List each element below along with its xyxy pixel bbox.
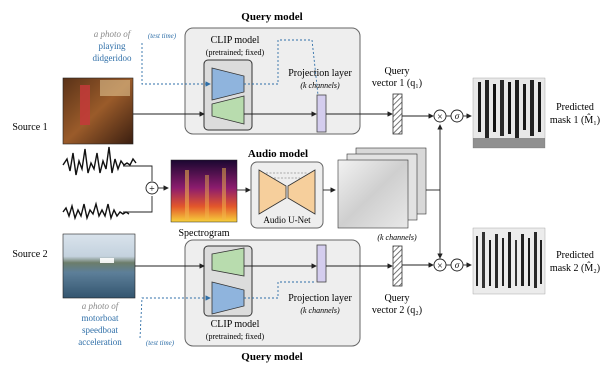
feature-map-1 (337, 159, 409, 229)
unet-label: Audio U-Net (263, 215, 311, 225)
unet-encoder (258, 169, 287, 215)
audio-model-title: Audio model (248, 148, 308, 160)
projection-title-top: Projection layer (288, 68, 352, 79)
projection-layer-top (316, 94, 327, 133)
clip-image-encoder-top (211, 95, 245, 125)
source-2-image-boat (100, 258, 114, 263)
clip-text-encoder-top (211, 67, 245, 101)
query-model-title-bottom: Query model (241, 351, 302, 363)
mask-2-stripes (476, 232, 542, 288)
query-vector-2-line2: vector 2 (q₂) (372, 305, 422, 316)
spectrogram-band-1 (185, 170, 189, 220)
mix-line-2 (123, 196, 153, 213)
predicted-mask-2-line2: mask 2 (M̂₂) (550, 261, 600, 274)
text-embedding-path-top (244, 39, 319, 96)
feature-maps: (k channels) (337, 124, 443, 259)
text-query-top-line1: a photo of (94, 29, 132, 39)
mask-1-stripes (473, 80, 545, 148)
query-vector-2 (392, 245, 403, 287)
text-query-bottom: a photo of motorboat speedboat accelerat… (78, 281, 316, 347)
query-model-title-top: Query model (241, 11, 302, 23)
source-1-image-light (100, 80, 130, 96)
text-query-top-line3: didgeridoo (93, 53, 132, 63)
clip-title-bottom: CLIP model (211, 319, 260, 330)
projection-layer-bottom (316, 244, 327, 283)
text-query-top: a photo of playing didgeridoo (test time… (93, 29, 319, 96)
spectrogram: Spectrogram (170, 159, 251, 239)
spectrogram-label: Spectrogram (178, 228, 229, 239)
projection-subtitle-bottom: (k channels) (300, 306, 340, 315)
source-1-image-detail (80, 85, 90, 125)
text-query-top-line2: playing (99, 41, 126, 51)
clip-subtitle-bottom: (pretrained; fixed) (206, 332, 265, 341)
source-1: Source 1 (12, 77, 137, 176)
text-query-bottom-line1: a photo of (82, 301, 120, 311)
source-1-label: Source 1 (12, 122, 47, 133)
mix-line-1 (123, 165, 153, 181)
test-time-label-top: (test time) (148, 32, 177, 40)
query-model-top: Query model CLIP model (pretrained; fixe… (184, 11, 361, 135)
spectrogram-image (170, 159, 238, 223)
query-vector-1-line2: vector 1 (q₁) (372, 78, 422, 89)
output-bottom: Query vector 2 (q₂) × σ Predicted mask 2… (135, 227, 600, 316)
projection-subtitle-top: (k channels) (300, 81, 340, 90)
output-top: Query vector 1 (q₁) × σ Predicted mask 1… (133, 66, 600, 149)
sigmoid-symbol-top: σ (455, 111, 460, 121)
clip-image-encoder-bottom (211, 247, 245, 277)
source-2-label: Source 2 (12, 249, 47, 260)
text-query-bottom-line3: speedboat (82, 325, 118, 335)
text-embedding-path-bottom (244, 281, 316, 299)
multiply-symbol-top: × (437, 112, 443, 123)
text-query-arrow-bottom (139, 295, 211, 339)
spectrogram-band-3 (222, 168, 226, 220)
clip-title-top: CLIP model (211, 35, 260, 46)
sum-symbol: + (149, 184, 155, 195)
query-model-bottom: CLIP model (pretrained; fixed) Projectio… (184, 239, 361, 363)
source-2-waveform (62, 201, 130, 221)
unet-decoder (287, 169, 316, 215)
source-2-image (62, 233, 136, 299)
spectrogram-band-2 (205, 175, 209, 220)
test-time-label-bottom: (test time) (146, 339, 175, 347)
sigmoid-symbol-bottom: σ (455, 260, 460, 270)
text-query-arrow-top (141, 43, 211, 87)
text-query-bottom-line2: motorboat (82, 313, 119, 323)
predicted-mask-1-line1: Predicted (556, 102, 594, 113)
audio-mixing: + (123, 165, 169, 213)
query-vector-2-line1: Query (385, 293, 410, 304)
projection-title-bottom: Projection layer (288, 293, 352, 304)
clip-text-encoder-bottom (211, 281, 245, 315)
text-query-bottom-line4: acceleration (78, 337, 122, 347)
predicted-mask-2-line1: Predicted (556, 250, 594, 261)
source-1-waveform (62, 146, 137, 176)
predicted-mask-1-line2: mask 1 (M̂₁) (550, 113, 600, 126)
audio-model: Audio model Audio U-Net (248, 148, 336, 229)
k-channels-label: (k channels) (377, 233, 417, 242)
multiply-symbol-bottom: × (437, 261, 443, 272)
clip-subtitle-top: (pretrained; fixed) (206, 48, 265, 57)
query-vector-1 (392, 93, 403, 135)
query-vector-1-line1: Query (385, 66, 410, 77)
source-2: Source 2 (12, 201, 136, 299)
